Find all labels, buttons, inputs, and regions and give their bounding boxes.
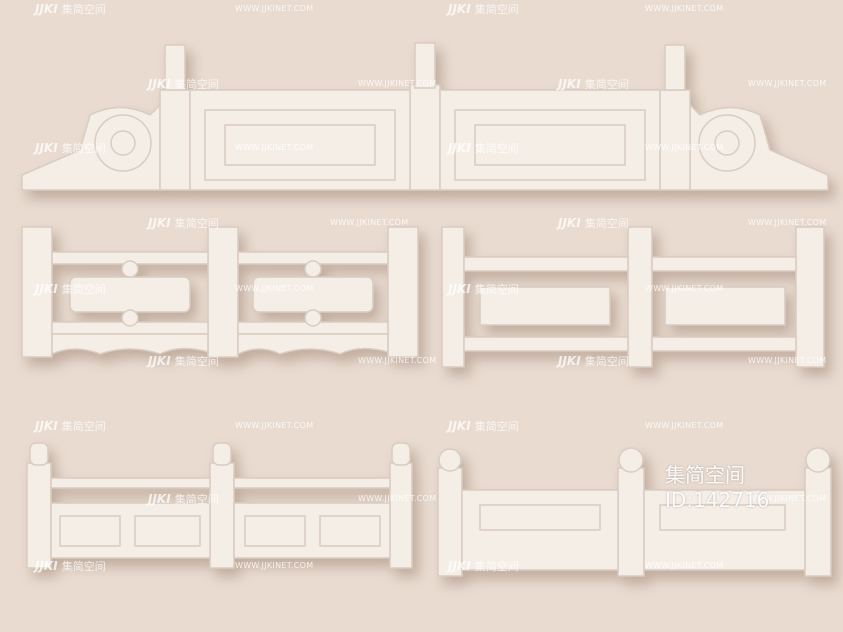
watermark-url: WWW.JJKINET.COM bbox=[235, 561, 314, 570]
watermark-url: WWW.JJKINET.COM bbox=[645, 143, 724, 152]
stone-railing-middle-left bbox=[21, 226, 419, 358]
stone-railing-bottom-left bbox=[26, 442, 413, 569]
watermark-url: WWW.JJKINET.COM bbox=[358, 494, 437, 503]
watermark-url: WWW.JJKINET.COM bbox=[358, 79, 437, 88]
id-badge: 集简空间 ID:142716 bbox=[665, 463, 769, 513]
watermark-url: WWW.JJKINET.COM bbox=[645, 4, 724, 13]
watermark-url: WWW.JJKINET.COM bbox=[235, 284, 314, 293]
watermark-url: WWW.JJKINET.COM bbox=[235, 143, 314, 152]
watermark-url: WWW.JJKINET.COM bbox=[748, 356, 827, 365]
watermark-url: WWW.JJKINET.COM bbox=[235, 4, 314, 13]
badge-name: 集简空间 bbox=[665, 463, 745, 487]
watermark-url: WWW.JJKINET.COM bbox=[358, 356, 437, 365]
watermark-url: WWW.JJKINET.COM bbox=[235, 421, 314, 430]
watermark-url: WWW.JJKINET.COM bbox=[748, 494, 827, 503]
watermark-url: WWW.JJKINET.COM bbox=[645, 284, 724, 293]
stone-railing-middle-right bbox=[441, 226, 825, 368]
watermark-url: WWW.JJKINET.COM bbox=[748, 79, 827, 88]
watermark-url: WWW.JJKINET.COM bbox=[645, 421, 724, 430]
badge-id: ID:142716 bbox=[665, 488, 770, 512]
watermark-url: WWW.JJKINET.COM bbox=[330, 218, 409, 227]
watermark-url: WWW.JJKINET.COM bbox=[748, 218, 827, 227]
stone-railing-top bbox=[21, 42, 829, 191]
watermark-url: WWW.JJKINET.COM bbox=[645, 561, 724, 570]
stone-railing-bottom-right bbox=[437, 447, 832, 577]
